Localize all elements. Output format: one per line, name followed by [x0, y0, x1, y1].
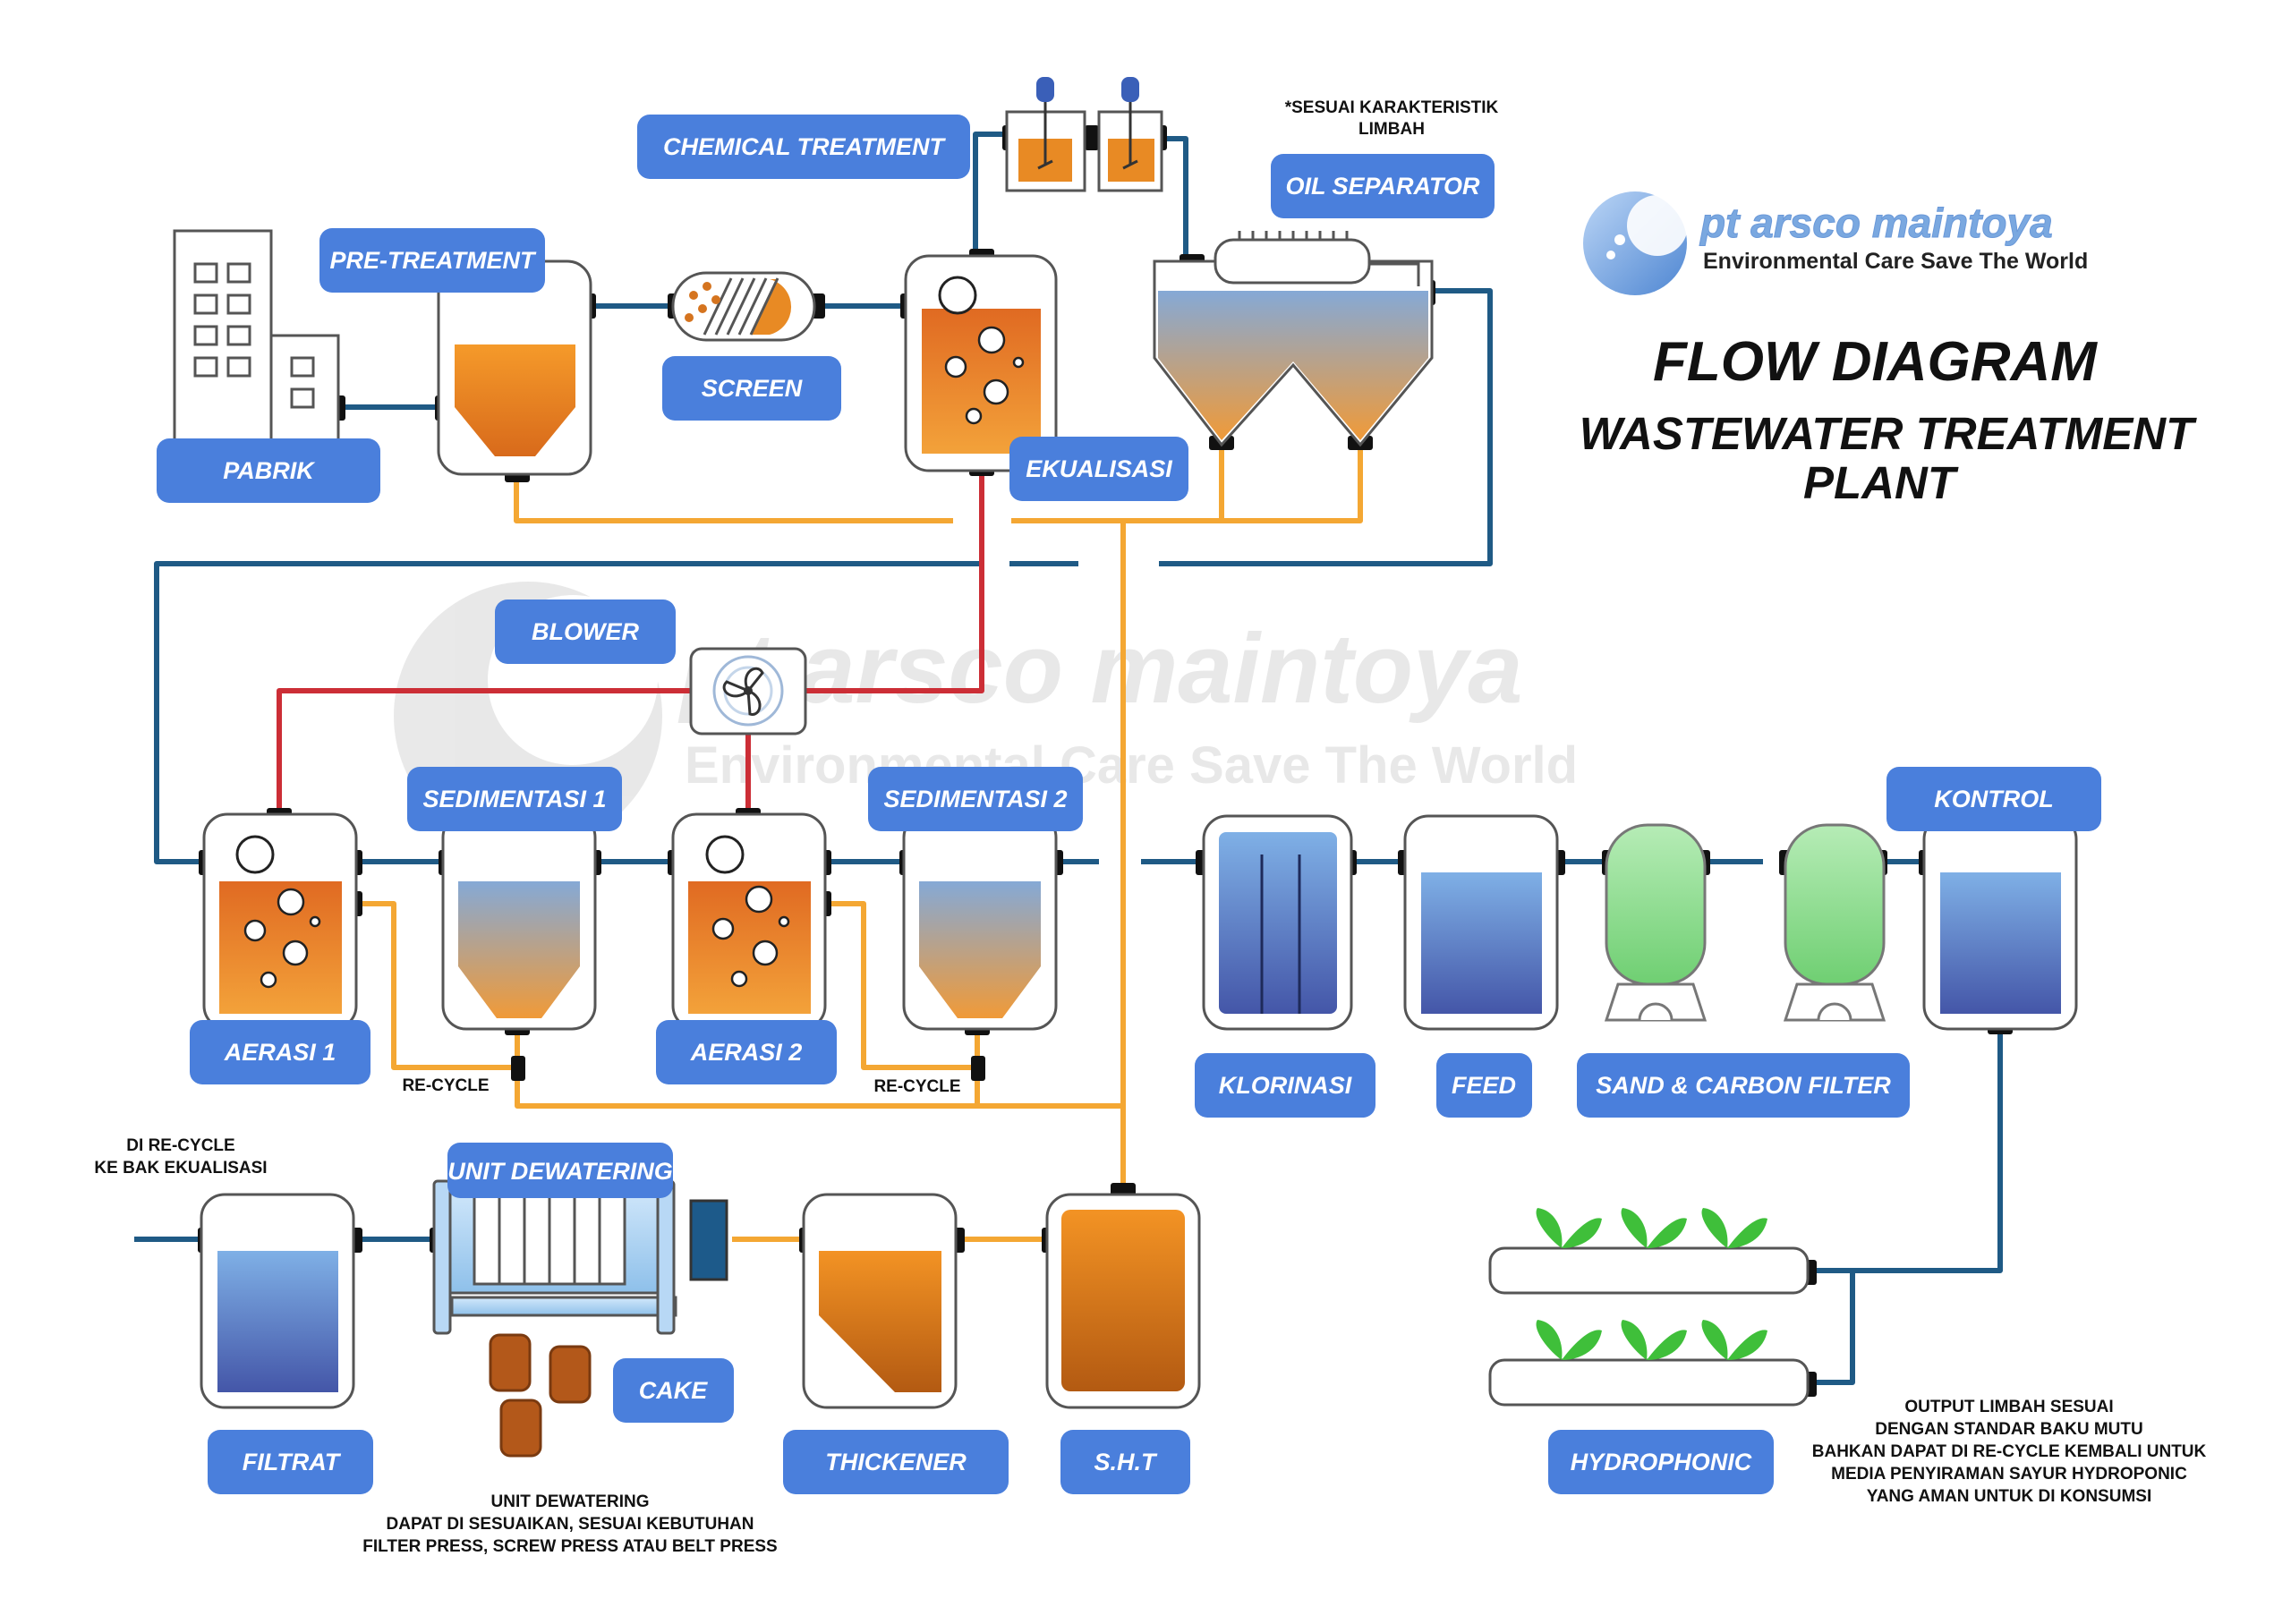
sand-filter	[1604, 823, 1708, 1022]
brand-logo: pt arsco maintoya Environmental Care Sav…	[1583, 191, 2088, 295]
sedimentasi-1-tank	[441, 812, 597, 1031]
leaf-icon	[1536, 1208, 1767, 1360]
label-sedimentasi-1: SEDIMENTASI 1	[407, 767, 622, 831]
note-output-4: MEDIA PENYIRAMAN SAYUR HYDROPONIC	[1831, 1465, 2187, 1484]
label-filtrat: FILTRAT	[208, 1430, 373, 1494]
label-feed: FEED	[1436, 1053, 1532, 1118]
label-ekualisasi: EKUALISASI	[1009, 437, 1188, 501]
svg-text:FEED: FEED	[1452, 1072, 1516, 1099]
ekualisasi-tank	[904, 254, 1058, 472]
brand-tagline: Environmental Care Save The World	[1703, 249, 2088, 274]
watermark-name: pt arsco maintoya	[677, 614, 1522, 724]
note-output-2: DENGAN STANDAR BAKU MUTU	[1875, 1420, 2142, 1439]
page-subtitle-1: WASTEWATER TREATMENT	[1580, 408, 2197, 459]
factory-building	[173, 229, 340, 447]
labels: CHEMICAL TREATMENT OIL SEPARATOR PRE-TRE…	[157, 115, 2101, 1494]
filter-press	[432, 1179, 728, 1335]
svg-text:SAND & CARBON FILTER: SAND & CARBON FILTER	[1596, 1072, 1891, 1099]
note-output-1: OUTPUT LIMBAH SESUAI	[1904, 1398, 2113, 1416]
blower-unit	[689, 647, 807, 735]
hydroponic-pipes	[1488, 1208, 1810, 1407]
svg-text:S.H.T: S.H.T	[1094, 1449, 1158, 1475]
note-karakteristik-1: *SESUAI KARAKTERISTIK	[1285, 98, 1499, 117]
svg-text:BLOWER: BLOWER	[532, 618, 639, 645]
note-direcycle-1: DI RE-CYCLE	[126, 1136, 234, 1155]
svg-text:KLORINASI: KLORINASI	[1219, 1072, 1352, 1099]
watermark-tagline: Environmental Care Save The World	[685, 736, 1578, 795]
svg-text:FILTRAT: FILTRAT	[243, 1449, 342, 1475]
svg-text:PRE-TREATMENT: PRE-TREATMENT	[330, 247, 537, 274]
note-output-5: YANG AMAN UNTUK DI KONSUMSI	[1867, 1487, 2151, 1506]
note-direcycle-2: KE BAK EKUALISASI	[94, 1159, 267, 1178]
svg-text:THICKENER: THICKENER	[825, 1449, 967, 1475]
label-sand-carbon-filter: SAND & CARBON FILTER	[1577, 1053, 1910, 1118]
svg-text:PABRIK: PABRIK	[223, 457, 316, 484]
page-subtitle-2: PLANT	[1803, 457, 1959, 508]
label-kontrol: KONTROL	[1886, 767, 2101, 831]
svg-text:EKUALISASI: EKUALISASI	[1026, 455, 1172, 482]
label-sedimentasi-2: SEDIMENTASI 2	[868, 767, 1083, 831]
feed-tank	[1403, 814, 1559, 1031]
svg-text:AERASI 1: AERASI 1	[224, 1039, 336, 1066]
sedimentasi-2-tank	[902, 812, 1058, 1031]
label-oil-separator: OIL SEPARATOR	[1271, 154, 1495, 218]
svg-text:AERASI 2: AERASI 2	[690, 1039, 803, 1066]
label-thickener: THICKENER	[783, 1430, 1009, 1494]
thickener-tank	[802, 1193, 958, 1409]
label-sht: S.H.T	[1060, 1430, 1190, 1494]
air-pipes	[277, 470, 984, 814]
label-screen: SCREEN	[662, 356, 841, 421]
svg-text:UNIT DEWATERING: UNIT DEWATERING	[447, 1158, 673, 1185]
svg-text:SEDIMENTASI 2: SEDIMENTASI 2	[883, 786, 1067, 812]
sht-tank	[1045, 1193, 1201, 1409]
title-block: FLOW DIAGRAM WASTEWATER TREATMENT PLANT	[1580, 331, 2197, 508]
fan-icon	[712, 655, 784, 727]
note-output-3: BAHKAN DAPAT DI RE-CYCLE KEMBALI UNTUK	[1812, 1442, 2207, 1461]
cake-pieces	[489, 1333, 592, 1458]
note-dewatering-2: DAPAT DI SESUAIKAN, SESUAI KEBUTUHAN	[387, 1515, 754, 1534]
svg-text:HYDROPHONIC: HYDROPHONIC	[1571, 1449, 1752, 1475]
brand-name: pt arsco maintoya	[1699, 200, 2053, 246]
svg-text:KONTROL: KONTROL	[1934, 786, 2053, 812]
water-pipes	[134, 132, 2003, 1385]
svg-text:CHEMICAL TREATMENT: CHEMICAL TREATMENT	[663, 133, 946, 160]
label-blower: BLOWER	[495, 599, 676, 664]
oil-separator-tank	[1153, 231, 1434, 447]
note-recycle-1: RE-CYCLE	[402, 1076, 489, 1095]
svg-text:CAKE: CAKE	[639, 1377, 708, 1404]
label-hydrophonic: HYDROPHONIC	[1548, 1430, 1774, 1494]
kontrol-tank	[1922, 814, 2078, 1031]
page-title: FLOW DIAGRAM	[1653, 331, 2098, 393]
aerasi-2-tank	[671, 812, 827, 1031]
mixer-icon	[1121, 77, 1139, 102]
label-pabrik: PABRIK	[157, 438, 380, 503]
mixer-icon	[1036, 77, 1054, 102]
svg-text:SCREEN: SCREEN	[702, 375, 803, 402]
pre-treatment-tank	[437, 259, 592, 476]
svg-text:SEDIMENTASI 1: SEDIMENTASI 1	[422, 786, 606, 812]
label-aerasi-2: AERASI 2	[656, 1020, 837, 1084]
screen-unit	[671, 271, 816, 342]
label-cake: CAKE	[613, 1358, 734, 1423]
note-karakteristik-2: LIMBAH	[1358, 120, 1425, 139]
notes: *SESUAI KARAKTERISTIK LIMBAH RE-CYCLE RE…	[94, 98, 2206, 1556]
chemical-dosing-2	[1097, 77, 1163, 192]
label-pre-treatment: PRE-TREATMENT	[319, 228, 545, 293]
filtrat-tank	[200, 1193, 355, 1409]
note-dewatering-1: UNIT DEWATERING	[491, 1492, 650, 1511]
label-klorinasi: KLORINASI	[1195, 1053, 1375, 1118]
note-dewatering-3: FILTER PRESS, SCREW PRESS ATAU BELT PRES…	[362, 1537, 777, 1556]
aerasi-1-tank	[202, 812, 358, 1031]
svg-text:OIL SEPARATOR: OIL SEPARATOR	[1285, 173, 1480, 200]
carbon-filter	[1783, 823, 1886, 1022]
note-recycle-2: RE-CYCLE	[873, 1077, 960, 1096]
label-unit-dewatering: UNIT DEWATERING	[447, 1143, 673, 1198]
label-aerasi-1: AERASI 1	[190, 1020, 370, 1084]
chemical-dosing-1	[1005, 77, 1086, 192]
label-chemical-treatment: CHEMICAL TREATMENT	[637, 115, 970, 179]
klorinasi-tank	[1202, 814, 1353, 1031]
